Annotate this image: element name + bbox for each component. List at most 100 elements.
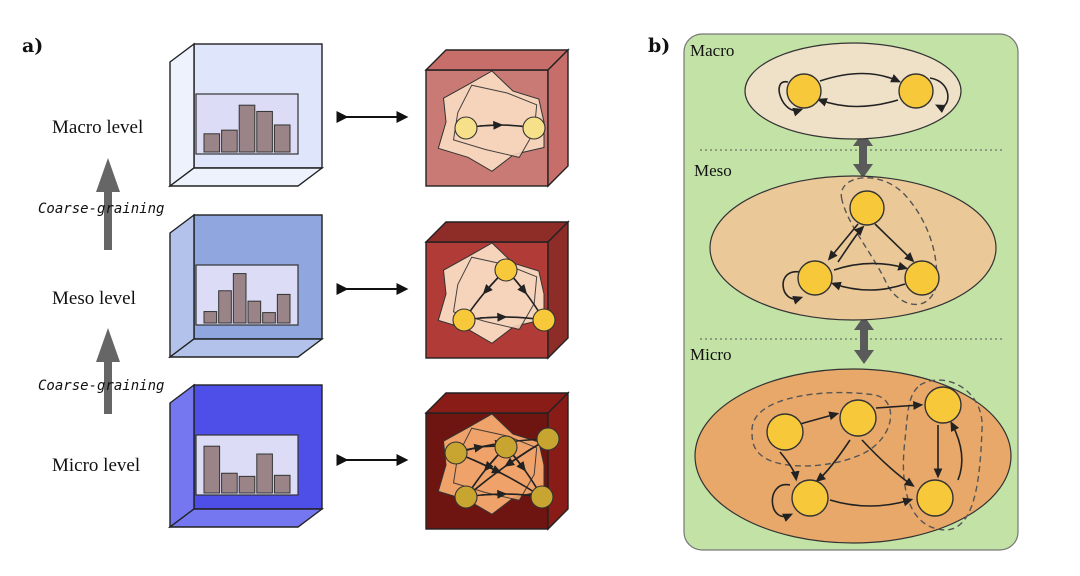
network-cube [424, 220, 570, 360]
cube-network-node [532, 308, 556, 332]
cube-network-arrow [479, 120, 504, 130]
micro-edge [950, 421, 963, 481]
cube-side-face [547, 220, 569, 360]
histogram-bar [238, 104, 256, 153]
histogram-bar [238, 475, 256, 494]
histogram-bar [218, 290, 232, 324]
micro-edge [799, 411, 840, 425]
macro-self-loop [778, 81, 804, 117]
histogram-bar [256, 453, 273, 494]
cube-network-arrow [512, 277, 528, 295]
micro-network [694, 368, 1012, 544]
histogram-bar [203, 133, 221, 153]
micro-cluster-outline [902, 379, 983, 531]
meso-edge [830, 281, 906, 291]
box-bottom-face [167, 167, 325, 187]
cube-network-node [530, 485, 554, 509]
cube-network-arrow [481, 489, 508, 499]
coarse-graining-label-lower: Coarse-graining [38, 378, 164, 394]
macro-network [744, 42, 962, 140]
coarse-graining-arrow-lower [96, 328, 120, 414]
cube-network-node [522, 116, 546, 140]
meso-edge [833, 261, 909, 271]
coarse-graining-arrow-upper [96, 158, 120, 250]
micro-edge [779, 451, 800, 482]
meso-edge [874, 223, 915, 263]
cube-side-face [547, 391, 569, 531]
cube-top-face [424, 49, 570, 71]
micro-edge [829, 497, 914, 507]
network-cubes [424, 48, 570, 531]
cube-network-node [454, 116, 478, 140]
box-side-face [169, 383, 195, 529]
panel-a-label: a) [22, 35, 43, 57]
panel-b-label: b) [648, 35, 670, 57]
cube-side-face [547, 48, 569, 188]
cube-network-node [454, 485, 478, 509]
macro-node [786, 73, 822, 109]
cube-network-node [444, 441, 468, 465]
meso-edge [837, 225, 865, 263]
histogram-bar [273, 474, 291, 494]
micro-edge [861, 439, 915, 487]
micro-cluster-outline [751, 391, 892, 467]
coarse-graining-label-upper: Coarse-graining [38, 201, 164, 217]
cube-network-arrow [479, 312, 508, 322]
micro-level-label: Micro level [52, 455, 140, 476]
histogram-box [167, 213, 325, 359]
micro-node [924, 386, 962, 424]
macro-node [898, 73, 934, 109]
histogram-bar [247, 300, 262, 324]
micro-node [916, 479, 954, 517]
meso-node [797, 260, 833, 296]
box-bottom-face [167, 338, 325, 358]
cube-network-node [494, 258, 518, 282]
meso-edge [827, 223, 859, 261]
meso-node [849, 190, 885, 226]
micro-ellipse [694, 368, 1012, 544]
meso-node [904, 260, 940, 296]
micro-node [791, 479, 829, 517]
cube-top-face [424, 392, 570, 414]
histogram-box [167, 42, 325, 188]
cube-top-face [424, 221, 570, 243]
network-cube [424, 391, 570, 531]
network-cube [424, 48, 570, 188]
micro-edge [875, 400, 924, 410]
box-bottom-face [167, 508, 325, 528]
histogram-bar [203, 311, 218, 324]
macro-label: Macro [690, 41, 734, 60]
box-side-face [169, 213, 195, 359]
histogram-box [167, 383, 325, 529]
cube-network-node [536, 427, 560, 451]
cube-network-node [452, 308, 476, 332]
histogram-bar [256, 110, 273, 153]
level-coupling-arrow-lower [854, 316, 874, 364]
correspondence-arrows [336, 111, 409, 466]
histogram-bar [203, 445, 221, 494]
macro-edge [819, 72, 902, 83]
macro-edge [816, 98, 899, 108]
histogram-boxes [167, 42, 325, 529]
histogram-bar [232, 273, 247, 324]
cube-network-arrow [483, 454, 499, 472]
histogram-bar [221, 472, 238, 494]
cube-network-arrow [512, 454, 527, 472]
histogram-bar [276, 293, 291, 324]
micro-label: Micro [690, 345, 732, 364]
cube-network-node [494, 435, 518, 459]
macro-level-label: Macro level [52, 117, 143, 138]
cube-network-arrow [504, 447, 533, 467]
micro-node [839, 399, 877, 437]
histogram-bar [262, 312, 276, 324]
box-side-face [169, 42, 195, 188]
micro-self-loop [771, 484, 794, 522]
meso-label: Meso [694, 161, 732, 180]
histogram-bar [221, 129, 238, 153]
macro-self-loop [929, 77, 949, 114]
meso-self-loop [782, 271, 804, 305]
meso-level-label: Meso level [52, 288, 136, 309]
histogram-bar [273, 124, 291, 153]
meso-network [709, 175, 997, 321]
